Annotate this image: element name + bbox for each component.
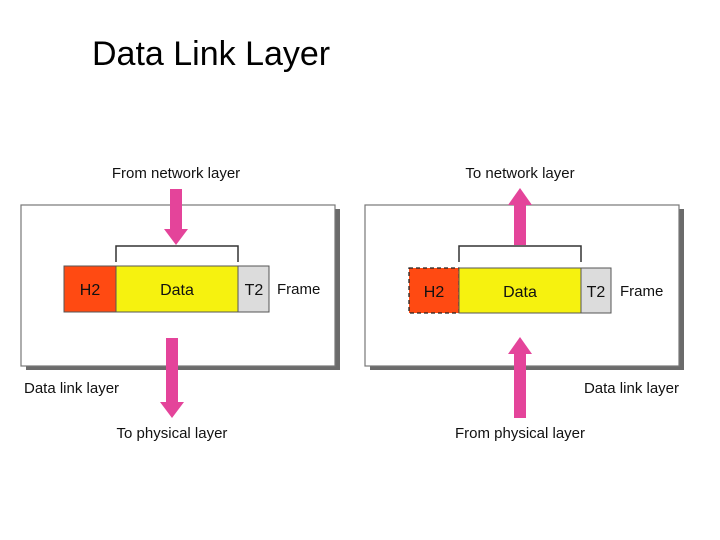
receiver-up-arrow-bottom (508, 337, 532, 418)
receiver-trailer-label: T2 (587, 284, 606, 301)
sender-side: From network layer H2 Data T2 Frame Data… (20, 165, 340, 442)
sender-down-arrow-bottom (160, 338, 184, 418)
receiver-frame-label: Frame (620, 283, 663, 300)
receiver-trailer-cell (580, 267, 612, 314)
sender-bottom-label: To physical layer (117, 425, 228, 442)
sender-trailer-cell (237, 265, 270, 313)
sender-top-label: From network layer (112, 165, 240, 182)
receiver-up-arrow-top (508, 188, 532, 245)
sender-trailer-label: T2 (245, 282, 264, 299)
page-title: Data Link Layer (92, 35, 331, 73)
sender-layer-label: Data link layer (24, 380, 119, 397)
sender-frame: H2 Data T2 (63, 265, 270, 313)
receiver-frame-bracket (458, 245, 582, 262)
sender-frame-bracket (115, 245, 239, 262)
receiver-data-label: Data (503, 284, 537, 301)
sender-header-label: H2 (80, 282, 101, 299)
sender-data-label: Data (160, 282, 194, 299)
receiver-side: To network layer H2 Data T2 Frame Data l… (364, 165, 684, 442)
receiver-header-label: H2 (424, 284, 445, 301)
receiver-data-cell (458, 267, 582, 314)
receiver-top-label: To network layer (465, 165, 574, 182)
receiver-frame: H2 Data T2 (408, 267, 612, 314)
sender-frame-label: Frame (277, 281, 320, 298)
sender-down-arrow-top (164, 189, 188, 245)
receiver-layer-label: Data link layer (584, 380, 679, 397)
receiver-header-cell (408, 267, 460, 314)
receiver-bottom-label: From physical layer (455, 425, 585, 442)
